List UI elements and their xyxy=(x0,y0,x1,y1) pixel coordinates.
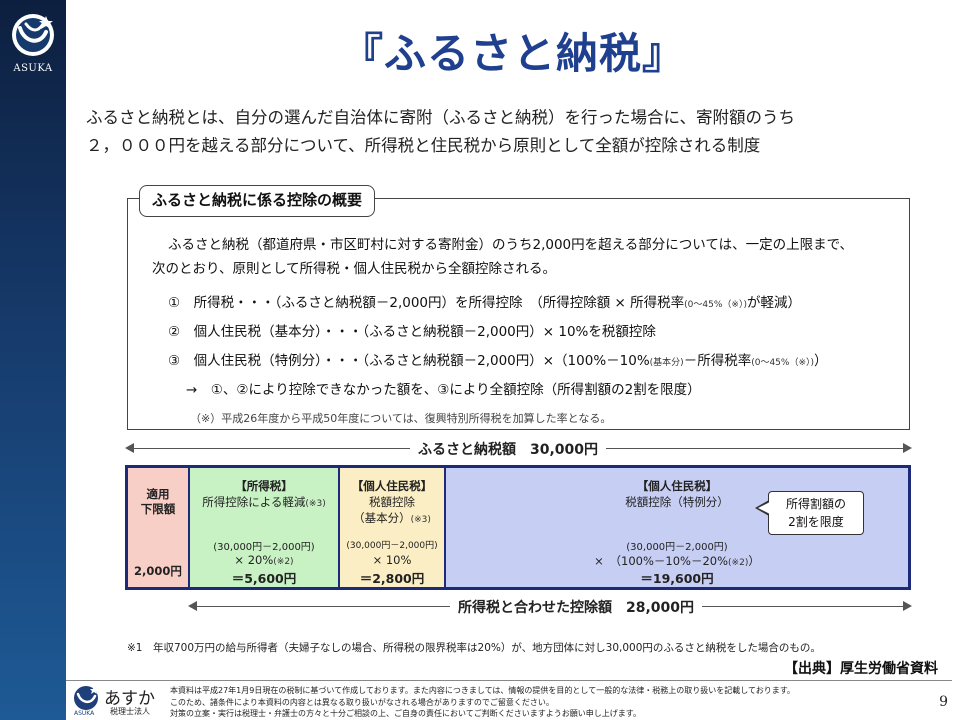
overview-desc-1: ふるさと納税（都道府県・市区町村に対する寄附金）のうち2,000円を超える部分に… xyxy=(168,237,854,253)
disclaimer-line-3: 対策の立案・実行は税理士・弁護士の方々と十分ご相談の上、ご自身の責任においてご判… xyxy=(170,709,641,718)
segment-minimum: 適用 下限額 2,000円 xyxy=(128,468,190,587)
disclaimer-line-2: このため、諸条件により本資料の内容とは異なる取り扱いがなされる場合がありますので… xyxy=(170,697,554,707)
resident-basic-head: 【個人住民税】 xyxy=(351,479,433,493)
overview-item-1: ① 所得税・・・（ふるさと納税額－2,000円）を所得控除 （所得控除額 × 所… xyxy=(168,291,801,311)
overview-box xyxy=(127,198,910,430)
callout-line-1: 所得割額の xyxy=(785,497,846,511)
resident-basic-formula-1: (30,000円－2,000円) xyxy=(346,541,438,551)
bottom-arrow-label: 所得税と合わせた控除額 28,000円 xyxy=(450,597,703,617)
resident-special-head: 【個人住民税】 xyxy=(636,479,718,493)
resident-special-formula-2: × （100%－10%－20%(※2)） xyxy=(594,554,760,568)
footer-divider xyxy=(66,680,952,681)
item-3-basic: (基本分) xyxy=(649,358,684,368)
resident-special-formula-1: (30,000円－2,000円) xyxy=(626,542,728,553)
logo-text: ASUKA xyxy=(13,63,53,74)
minimum-label-1: 適用 xyxy=(146,487,170,501)
resident-special-result: ＝19,600円 xyxy=(640,571,714,586)
overview-item-2: ② 個人住民税（基本分）・・・（ふるさと納税額－2,000円）× 10%を税額控… xyxy=(168,324,656,340)
footnote: ※1 年収700万円の給与所得者（夫婦子なしの場合、所得税の限界税率は20%）が… xyxy=(127,642,821,654)
segment-income-tax: 【所得税】 所得控除による軽減(※3) (30,000円－2,000円) × 2… xyxy=(190,468,340,587)
item-3-main: ③ 個人住民税（特例分）・・・（ふるさと納税額－2,000円）×（100%－10… xyxy=(168,353,650,369)
item-3-rate: (0～45%（※）) xyxy=(751,358,814,368)
income-tax-type: 所得控除による軽減(※3) xyxy=(202,495,326,509)
income-tax-formula-2: × 20%(※2) xyxy=(234,553,294,567)
sidebar-band: ASUKA xyxy=(0,0,66,720)
intro-line-2: ２，０００円を越える部分について、所得税と住民税から原則として全額が控除される制… xyxy=(86,136,761,155)
intro-line-1: ふるさと納税とは、自分の選んだ自治体に寄附（ふるさと納税）を行った場合に、寄附額… xyxy=(86,108,796,127)
minimum-label-2: 下限額 xyxy=(140,502,176,516)
resident-basic-result: ＝2,800円 xyxy=(359,571,425,586)
item-1-main: ① 所得税・・・（ふるさと納税額－2,000円）を所得控除 （所得控除額 × 所… xyxy=(168,295,685,311)
segment-resident-basic: 【個人住民税】 税額控除 （基本分）(※3) (30,000円－2,000円) … xyxy=(340,468,446,587)
deduction-bars: 適用 下限額 2,000円 【所得税】 所得控除による軽減(※3) (30,00… xyxy=(125,465,911,590)
resident-basic-sub: （基本分）(※3) xyxy=(353,511,431,525)
overview-note: （※）平成26年度から平成50年度については、復興特別所得税を加算した率となる。 xyxy=(190,412,612,425)
page-number: 9 xyxy=(939,694,948,710)
callout-line-2: 2割を限度 xyxy=(788,515,844,529)
footer-asuka: ASUKA xyxy=(74,710,95,717)
resident-basic-formula-2: × 10% xyxy=(372,553,412,567)
disclaimer-line-1: 本資料は平成27年1月9日現在の税制に基づいて作成しております。また内容につきま… xyxy=(170,686,795,695)
page-title: 『ふるさと納税』 xyxy=(340,29,685,78)
resident-basic-type: 税額控除 xyxy=(369,495,415,509)
income-tax-formula-1: (30,000円－2,000円) xyxy=(213,542,315,553)
minimum-amount: 2,000円 xyxy=(134,564,182,578)
item-3-end: ） xyxy=(814,353,828,369)
disclaimer: 本資料は平成27年1月9日現在の税制に基づいて作成しております。また内容につきま… xyxy=(170,685,795,720)
footer-brand: あすか xyxy=(104,689,155,709)
resident-special-type: 税額控除（特例分） xyxy=(625,495,729,509)
overview-desc-2: 次のとおり、原則として所得税・個人住民税から全額控除される。 xyxy=(152,261,557,277)
income-tax-result: ＝5,600円 xyxy=(231,571,297,586)
overview-arrow-text: → ①、②により控除できなかった額を、③により全額控除（所得割額の2割を限度） xyxy=(186,382,701,398)
intro-text: ふるさと納税とは、自分の選んだ自治体に寄附（ふるさと納税）を行った場合に、寄附額… xyxy=(86,104,926,160)
source-credit: 【出典】厚生労働省資料 xyxy=(784,661,938,677)
callout-limit: 所得割額の 2割を限度 xyxy=(768,491,864,535)
item-1-rate: (0～45%（※）) xyxy=(684,300,747,310)
footer-sub: 税理士法人 xyxy=(110,707,150,716)
footer-logo: あすか 税理士法人 ASUKA xyxy=(72,684,164,718)
overview-item-3: ③ 個人住民税（特例分）・・・（ふるさと納税額－2,000円）×（100%－10… xyxy=(168,349,828,369)
footer-logo-icon xyxy=(74,686,98,710)
callout-tail-inner xyxy=(758,502,770,514)
income-tax-head: 【所得税】 xyxy=(235,479,293,493)
item-1-end: が軽減） xyxy=(746,295,801,311)
asuka-logo-icon xyxy=(12,14,54,56)
item-3-mid: －所得税率 xyxy=(683,353,752,369)
top-arrow-label: ふるさと納税額 30,000円 xyxy=(410,439,607,459)
overview-title: ふるさと納税に係る控除の概要 xyxy=(139,185,376,217)
